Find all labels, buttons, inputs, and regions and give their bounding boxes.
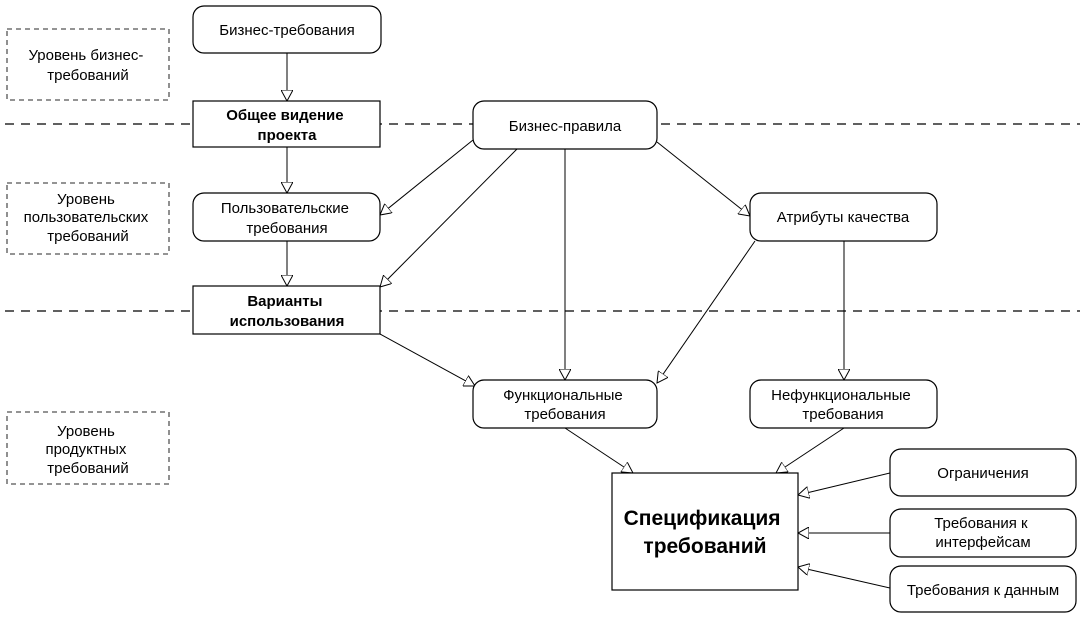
node-label-functional-requirements: Функциональные требования: [503, 387, 627, 423]
node-label-interface-requirements: Требования к интерфейсам: [934, 515, 1032, 551]
level-label-business: Уровень бизнес- требований: [28, 47, 147, 84]
node-use-cases: [192, 285, 381, 335]
level-box-user: [6, 182, 170, 255]
arrow-rules-to-quality: [656, 141, 750, 216]
node-vision: [192, 100, 381, 148]
arrow-use-cases-to-functional: [379, 333, 475, 386]
node-label-nonfunctional-requirements: Нефункциональные требования: [771, 387, 915, 423]
arrow-quality-to-functional: [657, 240, 756, 383]
level-boxes: [6, 28, 170, 485]
connectors: [287, 53, 891, 589]
level-label-product: Уровень продуктных требований: [45, 423, 130, 477]
arrow-rules-to-user-req: [380, 139, 474, 215]
arrow-rules-to-use-cases: [380, 148, 518, 287]
node-label-specification: Спецификация требований: [624, 507, 787, 558]
node-label-user-requirements: Пользовательские требования: [221, 200, 353, 237]
node-quality-attributes: [749, 192, 938, 242]
node-functional-requirements: [472, 379, 658, 429]
level-separators: [5, 123, 1080, 312]
node-constraints: [889, 448, 1077, 497]
node-business-requirements: [192, 5, 382, 54]
level-label-user: Уровень пользовательских требований: [24, 191, 153, 245]
node-nonfunctional-requirements: [749, 379, 938, 429]
node-label-use-cases: Варианты использования: [230, 293, 345, 330]
level-box-business: [6, 28, 170, 101]
node-specification: [611, 472, 799, 591]
node-shapes: [192, 5, 1077, 613]
arrow-nonfunctional-to-spec: [776, 427, 845, 473]
node-label-business-requirements: Бизнес-требования: [219, 22, 354, 39]
node-interface-requirements: [889, 508, 1077, 558]
node-business-rules: [472, 100, 658, 150]
node-user-requirements: [192, 192, 381, 242]
node-label-constraints: Ограничения: [937, 465, 1028, 482]
arrow-data-req-to-spec: [798, 567, 891, 589]
node-label-data-requirements: Требования к данным: [907, 582, 1059, 599]
node-data-requirements: [889, 565, 1077, 613]
arrow-constraints-to-spec: [798, 472, 891, 495]
node-label-quality-attributes: Атрибуты качества: [777, 209, 910, 226]
level-box-product: [6, 411, 170, 485]
node-label-business-rules: Бизнес-правила: [509, 118, 622, 135]
arrow-functional-to-spec: [564, 427, 633, 473]
node-label-vision: Общее видение проекта: [226, 107, 348, 144]
